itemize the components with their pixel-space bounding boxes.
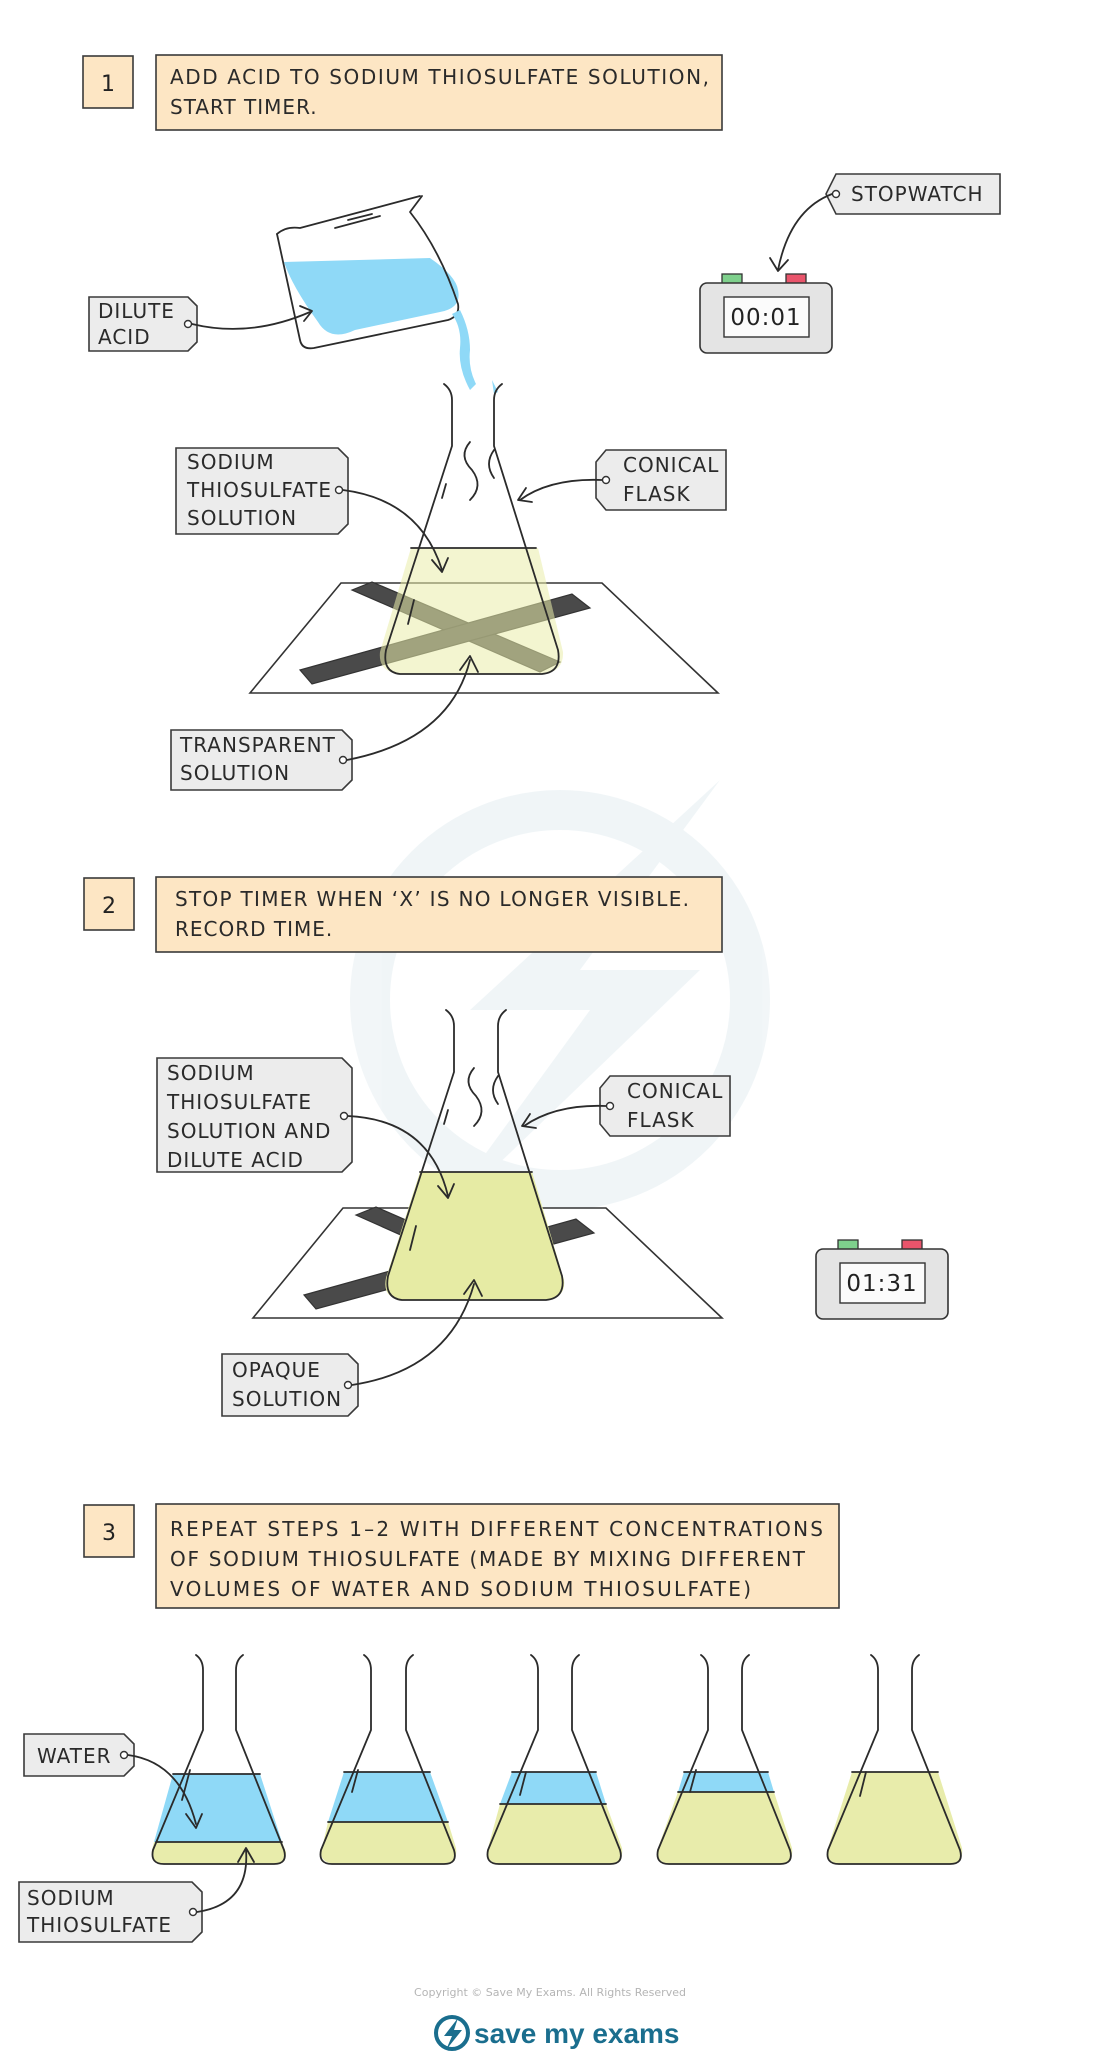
stopwatch-icon: 00:01: [699, 273, 833, 354]
conical-flask-label: CONICAL FLASK: [517, 449, 727, 511]
sodium-thiosulfate-solution-label: SODIUM THIOSULFATE SOLUTION: [175, 447, 449, 573]
dilute-acid-label: DILUTE ACID: [88, 296, 313, 352]
flask-4: [656, 1654, 793, 1865]
save-my-exams-logo: save my exams: [434, 2015, 680, 2051]
flask-5: [826, 1654, 963, 1865]
step-number: 3: [102, 1521, 116, 1546]
label-line: SOLUTION AND: [167, 1119, 331, 1143]
stopwatch-label: STOPWATCH: [769, 173, 1001, 272]
step-instruction-box: [155, 1503, 840, 1609]
label-line: OPAQUE: [232, 1358, 321, 1382]
label-line: SODIUM: [187, 450, 275, 474]
step-text-line: OF SODIUM THIOSULFATE (MADE BY MIXING DI…: [170, 1547, 806, 1571]
step-instruction-box: [155, 54, 723, 131]
label-line: CONICAL: [627, 1079, 723, 1103]
label-line: DILUTE: [98, 299, 175, 323]
label-line: SOLUTION: [232, 1387, 342, 1411]
step-text-line: VOLUMES OF WATER AND SODIUM THIOSULFATE): [170, 1577, 752, 1601]
step-number: 2: [102, 894, 116, 919]
label-line: SODIUM: [167, 1061, 255, 1085]
step-text-line: ADD ACID TO SODIUM THIOSULFATE SOLUTION,: [170, 65, 710, 89]
step-text-line: START TIMER.: [170, 95, 318, 119]
label-line: SODIUM: [27, 1886, 115, 1910]
transparent-solution-label: TRANSPARENT SOLUTION: [170, 655, 479, 791]
conical-flask-icon: [379, 383, 564, 675]
label-line: THIOSULFATE: [166, 1090, 312, 1114]
step-3-header: 3 REPEAT STEPS 1–2 WITH DIFFERENT CONCEN…: [83, 1503, 840, 1609]
opaque-solution-label: OPAQUE SOLUTION: [221, 1279, 483, 1417]
label-line: THIOSULFATE: [26, 1913, 172, 1937]
mixture-label: SODIUM THIOSULFATE SOLUTION AND DILUTE A…: [156, 1057, 455, 1199]
conical-flask-label: CONICAL FLASK: [521, 1075, 731, 1137]
beaker-icon: [276, 195, 498, 394]
label-line: THIOSULFATE: [186, 478, 332, 502]
step-number: 1: [101, 72, 115, 97]
step-instruction-box: [155, 876, 723, 953]
step-number-box: [83, 1504, 135, 1558]
step-1-header: 1 ADD ACID TO SODIUM THIOSULFATE SOLUTIO…: [82, 54, 723, 131]
label-line: SOLUTION: [187, 506, 297, 530]
label-line: FLASK: [627, 1108, 695, 1132]
step-text-line: REPEAT STEPS 1–2 WITH DIFFERENT CONCENTR…: [170, 1517, 824, 1541]
water-label: WATER: [23, 1733, 203, 1829]
label-line: TRANSPARENT: [179, 733, 336, 757]
copyright-text: Copyright © Save My Exams. All Rights Re…: [414, 1986, 686, 1999]
sodium-thiosulfate-label: SODIUM THIOSULFATE: [18, 1847, 255, 1943]
label-line: FLASK: [623, 482, 691, 506]
brand-text: save my exams: [474, 2018, 680, 2049]
label-line: CONICAL: [623, 453, 719, 477]
footer: Copyright © Save My Exams. All Rights Re…: [414, 1986, 686, 2051]
step-number-box: [82, 55, 134, 109]
label-line: DILUTE ACID: [167, 1148, 304, 1172]
timer-display: 01:31: [846, 1271, 917, 1297]
timer-display: 00:01: [730, 305, 801, 331]
flask-2: [319, 1654, 457, 1865]
label-text: WATER: [37, 1744, 112, 1768]
step-text-line: STOP TIMER WHEN ‘X’ IS NO LONGER VISIBLE…: [175, 887, 690, 911]
flask-1: [151, 1654, 286, 1865]
label-text: STOPWATCH: [851, 182, 984, 206]
flask-series: [151, 1654, 963, 1865]
watermark-logo: [350, 780, 770, 1230]
step-text-line: RECORD TIME.: [175, 917, 333, 941]
step-2-header: 2 STOP TIMER WHEN ‘X’ IS NO LONGER VISIB…: [83, 876, 723, 953]
step-number-box: [83, 877, 135, 931]
flask-3: [486, 1654, 623, 1865]
label-line: SOLUTION: [180, 761, 290, 785]
stopwatch-icon: 01:31: [815, 1239, 949, 1320]
conical-flask-icon: [385, 1009, 565, 1301]
label-line: ACID: [98, 325, 151, 349]
